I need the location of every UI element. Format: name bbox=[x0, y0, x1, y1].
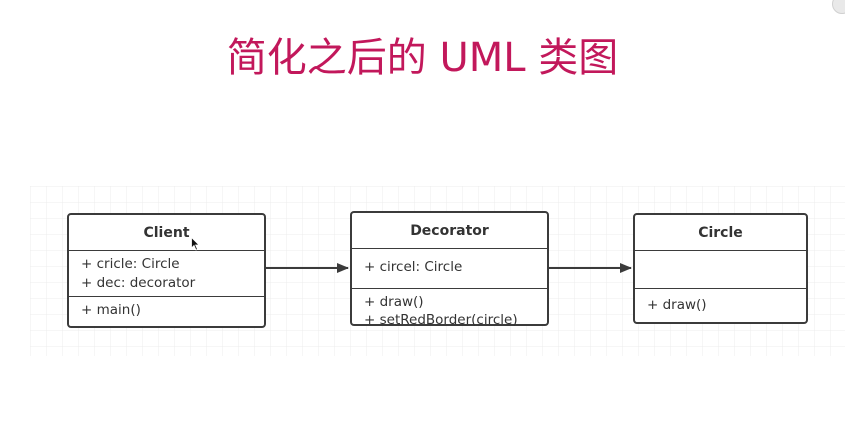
class-name-decorator: Decorator bbox=[352, 213, 547, 249]
class-box-circle[interactable]: Circle + draw() bbox=[633, 213, 808, 324]
avatar bbox=[832, 0, 845, 14]
class-box-client[interactable]: Client + cricle: Circle + dec: decorator… bbox=[67, 213, 266, 328]
class-methods-circle: + draw() bbox=[635, 289, 806, 319]
method-line: + draw() bbox=[364, 294, 424, 310]
class-attributes-decorator: + circel: Circle bbox=[352, 249, 547, 289]
attribute-line: + circel: Circle bbox=[364, 259, 463, 275]
method-line: + setRedBorder(circle) bbox=[364, 312, 518, 328]
class-methods-client: + main() bbox=[69, 297, 264, 324]
class-name-client: Client bbox=[69, 215, 264, 251]
attribute-line: + cricle: Circle bbox=[81, 256, 180, 272]
method-line: + main() bbox=[81, 302, 141, 318]
class-attributes-circle bbox=[635, 251, 806, 289]
class-box-decorator[interactable]: Decorator + circel: Circle + draw() + se… bbox=[350, 211, 549, 328]
class-attributes-client: + cricle: Circle + dec: decorator bbox=[69, 251, 264, 297]
mouse-pointer-icon bbox=[191, 237, 200, 251]
class-name-circle: Circle bbox=[635, 215, 806, 251]
class-methods-decorator: + draw() + setRedBorder(circle) bbox=[352, 289, 547, 333]
method-line: + draw() bbox=[647, 297, 707, 313]
page-title: 简化之后的 UML 类图 bbox=[226, 35, 619, 81]
attribute-line: + dec: decorator bbox=[81, 275, 196, 291]
